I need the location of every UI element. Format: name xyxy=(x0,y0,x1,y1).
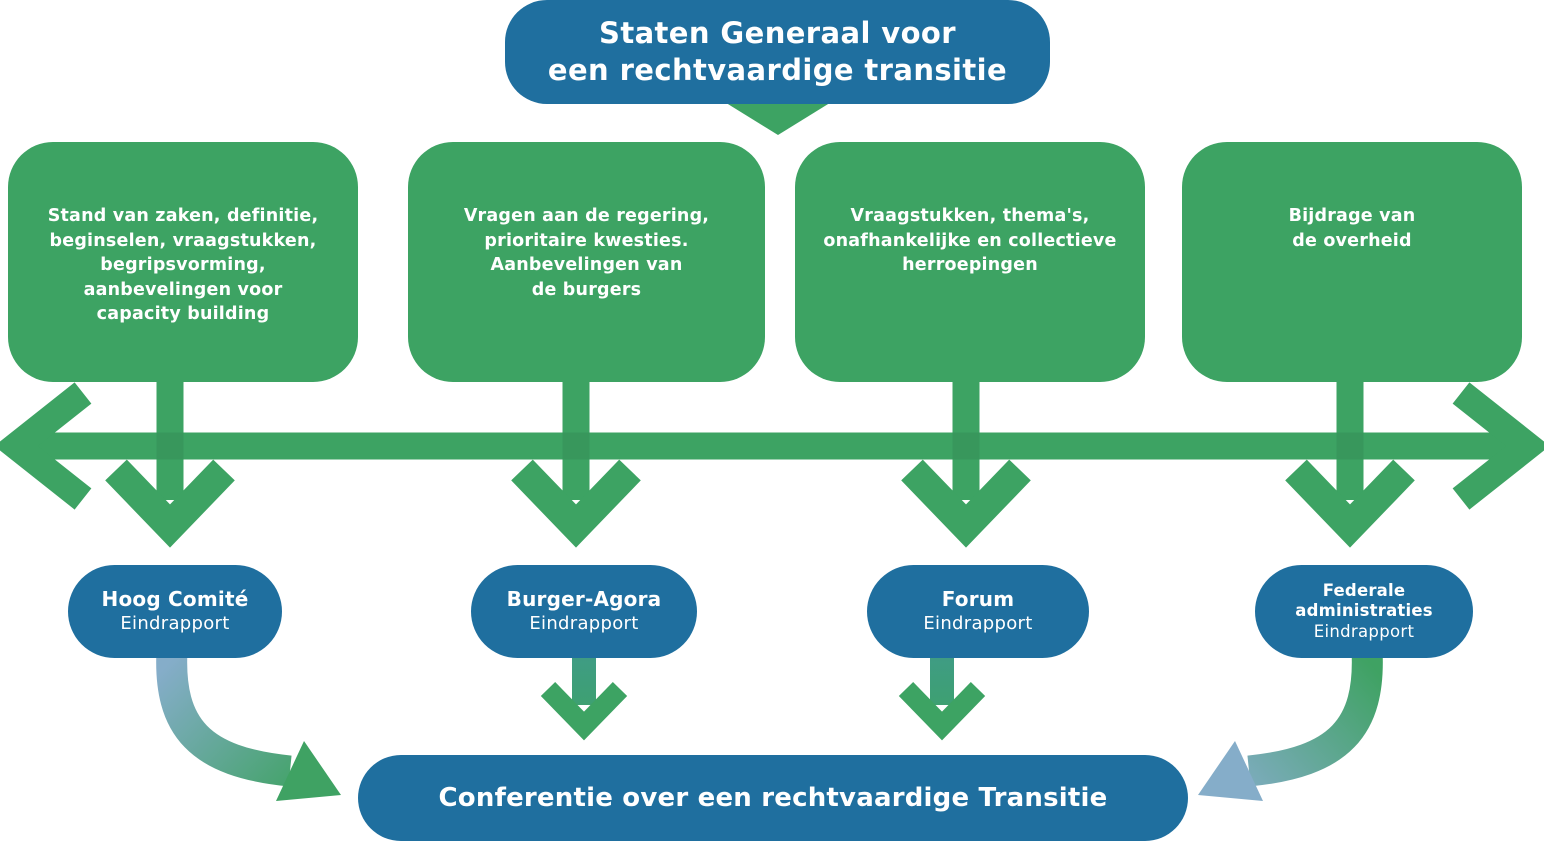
page-title: Staten Generaal voor een rechtvaardige t… xyxy=(547,16,1008,87)
conference-label: Conferentie over een rechtvaardige Trans… xyxy=(438,783,1108,813)
stage-box-text: Vragen aan de regering, prioritaire kwes… xyxy=(463,206,710,300)
stage-box-text: Vraagstukken, thema's, onafhankelijke en… xyxy=(823,206,1117,275)
stage-box-burger-agora: Vragen aan de regering, prioritaire kwes… xyxy=(408,142,765,382)
pill-title: Forum xyxy=(941,586,1015,611)
pill-subtitle: Eindrapport xyxy=(1313,621,1415,641)
pill-subtitle: Eindrapport xyxy=(120,612,230,634)
pill-burger-agora: Burger-Agora Eindrapport xyxy=(471,565,697,658)
title-box: Staten Generaal voor een rechtvaardige t… xyxy=(505,0,1050,104)
curved-arrow-right-icon xyxy=(1198,649,1383,801)
down-arrow-stage-2-icon xyxy=(511,374,641,548)
pill-subtitle: Eindrapport xyxy=(923,612,1033,634)
stage-box-overheid: Bijdrage van de overheid xyxy=(1182,142,1522,382)
pill-forum: Forum Eindrapport xyxy=(867,565,1089,658)
stage-box-hoog-comite: Stand van zaken, definitie, beginselen, … xyxy=(8,142,358,382)
stage-box-forum: Vraagstukken, thema's, onafhankelijke en… xyxy=(795,142,1145,382)
pill-federale-administraties: Federale administraties Eindrapport xyxy=(1255,565,1473,658)
pill-title: Hoog Comité xyxy=(101,586,249,611)
down-arrow-pill-2-icon xyxy=(540,654,628,741)
stage-box-text: Stand van zaken, definitie, beginselen, … xyxy=(47,206,319,324)
curved-arrow-left-icon xyxy=(156,649,341,801)
pill-hoog-comite: Hoog Comité Eindrapport xyxy=(68,565,282,658)
down-arrow-stage-1-icon xyxy=(105,374,235,548)
pill-title: Federale administraties xyxy=(1295,580,1433,620)
pill-subtitle: Eindrapport xyxy=(529,612,639,634)
pill-title: Burger-Agora xyxy=(506,586,662,611)
title-pointer-icon xyxy=(723,101,833,135)
conference-box: Conferentie over een rechtvaardige Trans… xyxy=(358,755,1188,841)
arrow-crossing-shading xyxy=(156,432,1364,460)
stage-box-text: Bijdrage van de overheid xyxy=(1288,206,1416,251)
horizontal-double-arrow-icon xyxy=(0,382,1544,510)
down-arrow-pill-3-icon xyxy=(898,654,986,741)
down-arrow-stage-3-icon xyxy=(901,374,1031,548)
down-arrow-stage-4-icon xyxy=(1285,374,1415,548)
